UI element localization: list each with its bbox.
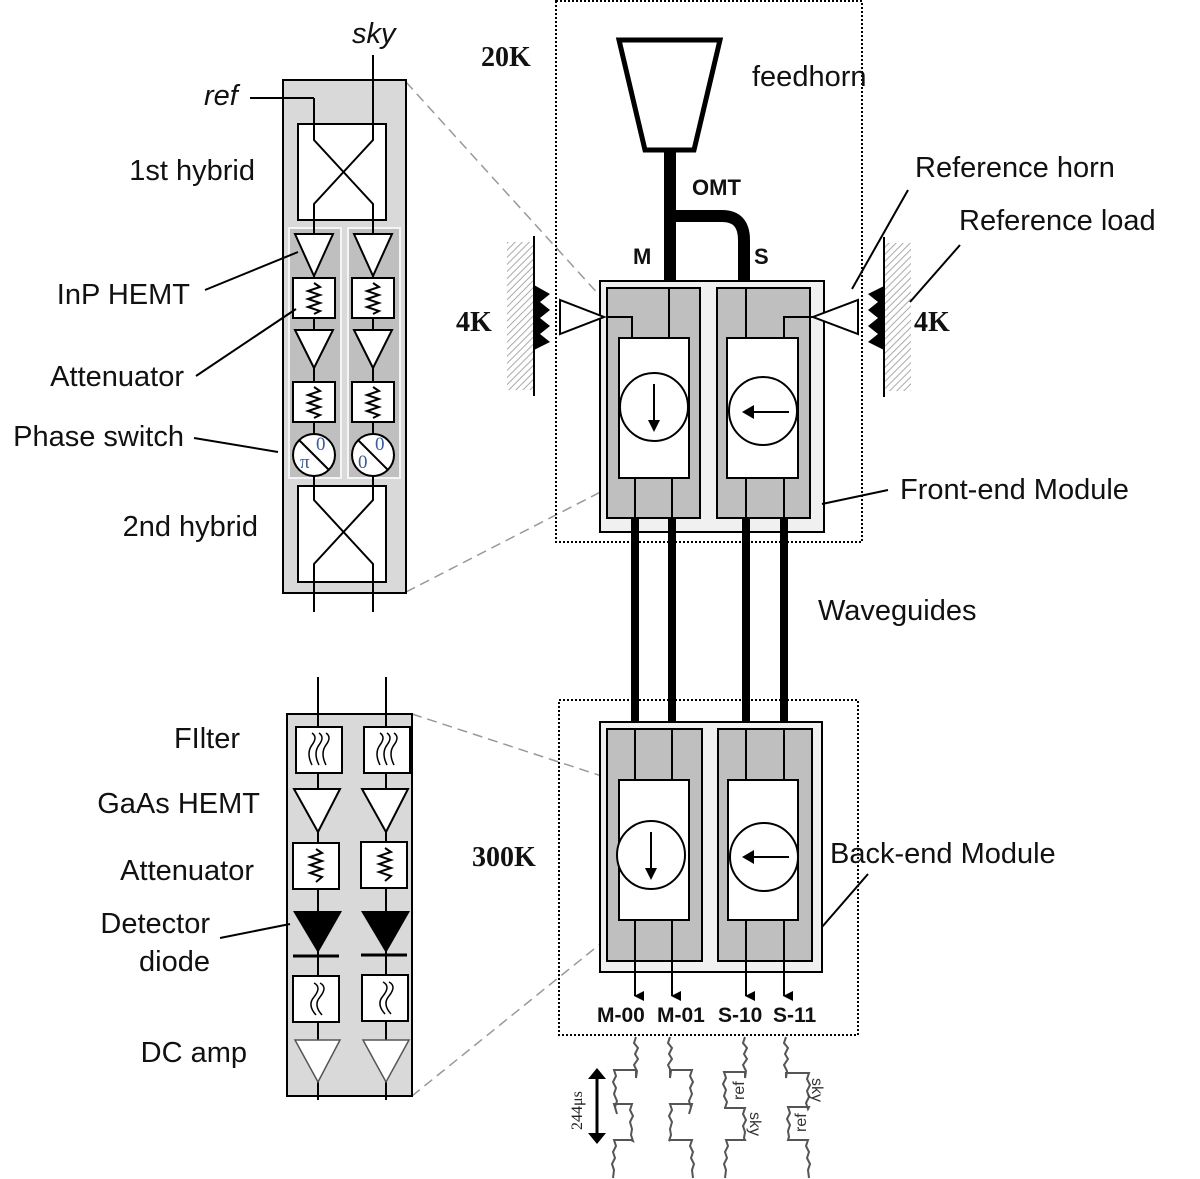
filter-label: FIlter [174,723,240,755]
period-label: 244μs [569,1091,586,1130]
bem-detail-panel: FIlter GaAs HEMT Attenuator Detector dio… [97,677,413,1100]
temp-4k-left-label: 4K [456,307,492,338]
bandpass-filter-icon [295,726,411,774]
reference-load-label: Reference load [959,205,1156,237]
front-end-module [599,280,825,533]
reference-horn-right-icon [810,298,859,336]
phase-state-right-b: 0 [375,434,385,455]
output-s10-label: S-10 [718,1004,762,1027]
attenuator-icon [292,277,395,319]
output-m00-label: M-00 [597,1004,645,1027]
gaas-hemt-icon [292,788,410,835]
temp-4k-right-label: 4K [914,307,950,338]
waveguides-label: Waveguides [818,595,977,627]
detector-label: Detector [100,908,210,940]
output-s11-label: S-11 [773,1004,817,1027]
bem-attenuator-icon [292,841,408,890]
phase-switch-icon: π 0 0 0 [292,433,395,477]
feedhorn-icon [615,37,724,153]
detector-diode-icon [293,911,410,958]
back-end-assembly: 300K [472,699,1056,1036]
phase-state-left-b: 0 [358,452,368,473]
signal-m00 [610,1036,640,1179]
signal-m01 [666,1036,696,1179]
dc-amp-label: DC amp [141,1037,247,1069]
temp-300k-label: 300K [472,842,536,873]
output-signals [610,1036,812,1179]
s10-ref-label: ref [731,1081,748,1100]
inp-hemt-label: InP HEMT [57,279,191,311]
phase-state-left-a: π [300,452,310,473]
bem-s-amplifier-icon [729,822,799,892]
second-hybrid-label: 2nd hybrid [123,511,258,543]
omt-icon [664,152,750,290]
reference-load-left-icon [507,236,550,396]
s11-sky-label: sky [808,1078,825,1102]
detector-leader-line [219,923,291,939]
zoom-guides [405,81,621,1097]
signal-s10 [721,1036,749,1179]
second-hybrid-icon [297,478,387,612]
fem-leader-lines [193,251,299,453]
reference-load-right-icon [868,237,911,397]
waveguides [631,517,788,730]
lowpass-filter-icon [292,974,409,1023]
feedhorn-label: feedhorn [752,61,867,93]
dc-amp-icon [293,1039,411,1084]
guide-bem-bottom [411,927,621,1097]
input-sky-label: sky [352,18,397,50]
bem-attenuator-label: Attenuator [120,855,254,887]
output-m01-label: M-01 [657,1004,705,1027]
phase-state-right-a: 0 [316,434,326,455]
gaas-hemt-label: GaAs HEMT [97,788,260,820]
arrow-up-icon [588,1068,606,1079]
port-m-label: M [633,244,651,269]
period-indicator: 244μs [569,1068,606,1144]
diode-label: diode [139,946,210,978]
fem-detail-panel: π 0 0 0 sky ref 1st hybrid InP HEMT Atte… [13,18,407,612]
inp-hemt-icon [293,233,394,279]
temp-20k-label: 20K [481,42,531,73]
guide-fem-bottom [405,481,621,593]
fem-s-amplifier-icon [728,376,798,446]
back-end-leader-line [821,873,869,928]
s10-sky-label: sky [746,1112,763,1136]
fem-attenuator-label: Attenuator [50,361,184,393]
phase-switch-label: Phase switch [13,421,184,453]
signal-s11 [782,1036,812,1179]
reference-horn-left-icon [559,298,607,336]
bem-m-amplifier-icon [616,820,686,890]
guide-fem-top [405,81,621,319]
300k-stage-boundary [558,699,859,1036]
attenuator-2-icon [292,381,395,423]
fem-m-amplifier-icon [619,372,689,442]
back-end-module [599,721,823,1001]
back-end-module-label: Back-end Module [830,838,1056,870]
inp-hemt-2-icon [293,329,394,371]
input-ref-label: ref [204,80,241,112]
front-end-leader-lines [821,189,961,505]
front-end-assembly: 20K feedhorn OMT M S [456,0,1156,543]
first-hybrid-label: 1st hybrid [129,155,255,187]
reference-horn-label: Reference horn [915,152,1115,184]
omt-label: OMT [692,175,741,200]
output-arrows [634,920,793,1001]
s11-ref-label: ref [793,1113,810,1132]
port-s-label: S [754,244,769,269]
front-end-module-label: Front-end Module [900,474,1129,506]
arrow-down-icon [588,1133,606,1144]
guide-bem-top [411,713,621,783]
